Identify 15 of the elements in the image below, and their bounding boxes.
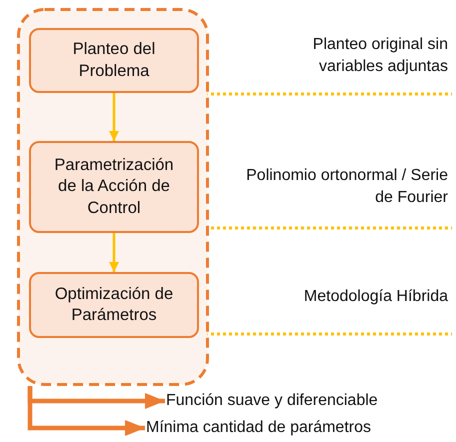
process-box [29,141,199,233]
note-text: Función suave y diferenciable [166,392,378,410]
note-text: Mínima cantidad de parámetros [146,419,371,437]
step-label: Optimización de Parámetros [54,284,174,326]
arrow [109,93,119,141]
process-box [29,28,199,93]
arrow [28,386,145,436]
dashed-group-frame [17,8,209,386]
annotation-text: Planteo original sin variables adjuntas [312,35,448,78]
step-label: Parametrización de la Acción de Control [53,154,175,219]
annotation-text: Polinomio ortonormal / Serie de Fourier [245,166,448,208]
process-box [29,272,199,338]
annotation-text: Metodología Híbrida [302,287,448,307]
step-label: Planteo del Problema [72,39,156,82]
arrow [109,233,119,272]
